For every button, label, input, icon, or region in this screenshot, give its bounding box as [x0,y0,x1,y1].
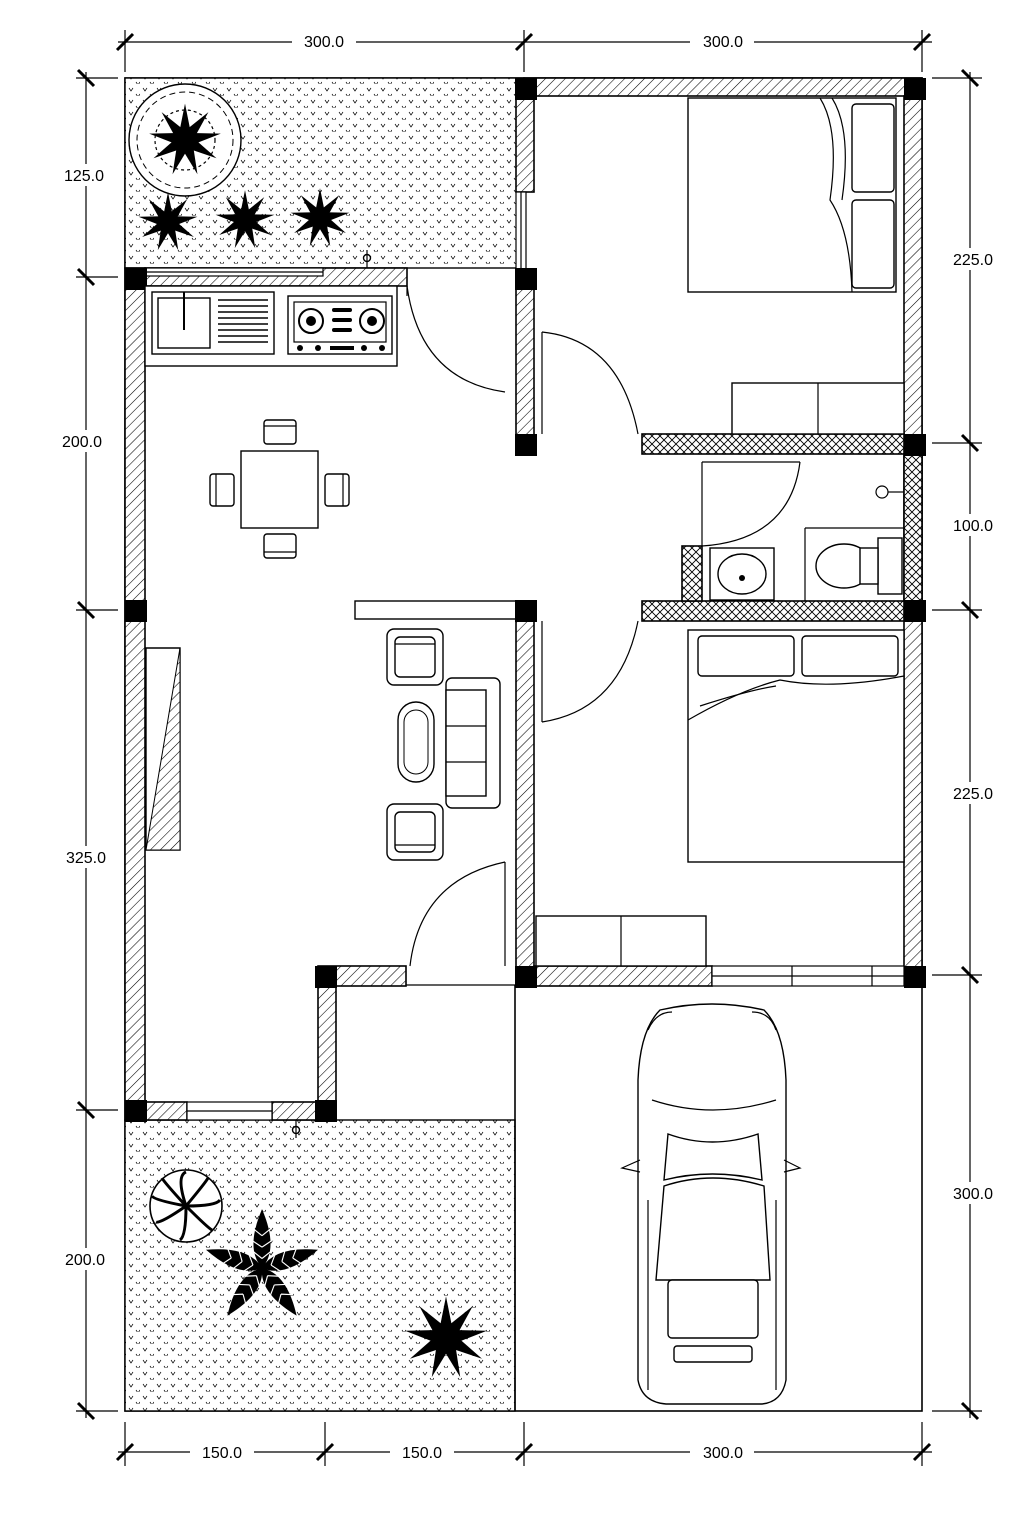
tree-icon [149,1169,223,1243]
armchair-icon [386,803,444,861]
tap-icon [291,250,372,1138]
kitchen-counter [144,285,398,367]
sink-icon [151,291,275,355]
dim-left-1: 125.0 [64,168,104,185]
garden-bottom [124,1119,516,1412]
bed-icon [687,97,897,293]
dim-left-3: 325.0 [66,850,106,867]
dimension-labels: 300.0 300.0 150.0 150.0 300.0 125.0 200.… [50,30,1004,1463]
dim-left-2: 200.0 [62,434,102,451]
dim-bottom-1: 150.0 [202,1445,242,1462]
dim-bottom-2: 150.0 [402,1445,442,1462]
columns [125,78,926,1122]
stove-icon [287,295,393,355]
dim-right-1: 225.0 [953,252,993,269]
wardrobe-1 [731,382,905,435]
sink-icon [709,547,775,601]
dim-left-4: 200.0 [65,1252,105,1269]
toilet-icon [815,537,903,595]
dining-set-icon [209,419,350,559]
armchair-icon [386,628,444,686]
car-icon [620,1003,802,1405]
sofa-icon [445,677,501,809]
bathroom-fixtures [709,485,905,601]
wardrobe-2 [535,915,707,967]
tv-cabinet [145,647,181,851]
dim-top-2: 300.0 [703,34,743,51]
walls [124,77,923,1121]
dim-right-3: 225.0 [953,786,993,803]
coffee-table [397,701,435,783]
bed-icon [687,629,905,863]
dim-top-1: 300.0 [304,34,344,51]
dim-bottom-3: 300.0 [703,1445,743,1462]
dim-right-4: 300.0 [953,1186,993,1203]
dimension-lines [76,30,982,1466]
tree-icon [128,83,242,197]
doors [406,285,801,967]
dim-right-2: 100.0 [953,518,993,535]
